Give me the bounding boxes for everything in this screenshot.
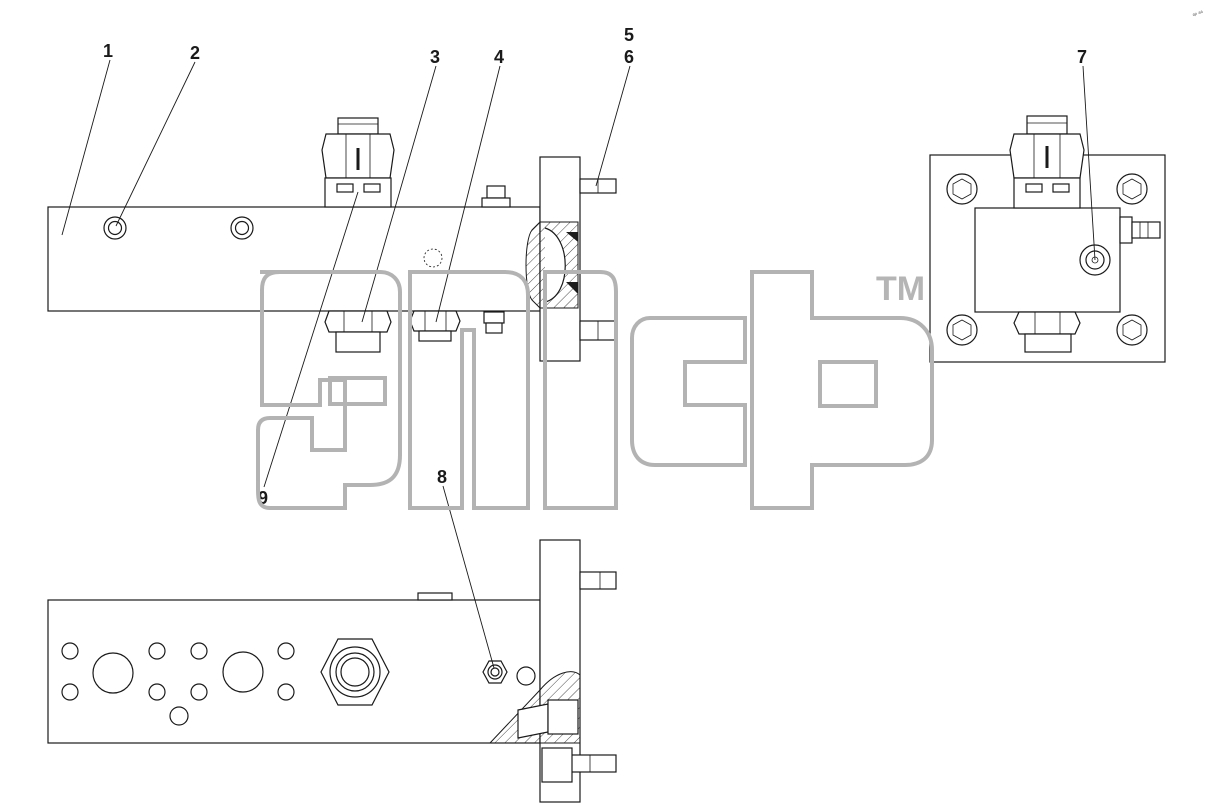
bottom-top-tab: [417, 592, 453, 601]
side-bolt-bl: [946, 314, 978, 346]
callout-3: 3: [430, 47, 440, 67]
bottom-hole: [148, 642, 166, 660]
side-right-port: [1119, 216, 1161, 244]
top-small-nut: [481, 185, 511, 208]
bottom-view: [47, 539, 617, 803]
callout-6: 6: [624, 47, 634, 67]
bottom-hole: [277, 683, 295, 701]
watermark-glyph-2: [408, 270, 530, 510]
bottom-block-body: [47, 599, 541, 744]
side-bottom-nut: [1013, 311, 1081, 353]
bottom-hole: [190, 642, 208, 660]
bottom-hole-right: [516, 666, 536, 686]
callout-9: 9: [258, 488, 268, 508]
bottom-hex-fitting: [320, 638, 390, 706]
callouts: 1 2 3 4 5 6 7 8 9 ᵃᵖ ᵃᵃ: [103, 10, 1205, 508]
bottom-stud-upper: [579, 571, 617, 590]
bottom-hole: [61, 642, 79, 660]
watermark-glyph-5: [750, 270, 934, 510]
valve-block-body: [47, 206, 541, 312]
bottom-large-port: [92, 652, 134, 694]
callout-5: 5: [624, 25, 634, 45]
side-screw-7: [1079, 244, 1111, 276]
bottom-hole: [61, 683, 79, 701]
bolt-hole-front-2: [230, 216, 254, 240]
callout-1: 1: [103, 41, 113, 61]
watermark-glyph-5-slot: [818, 360, 878, 408]
top-fitting: [321, 117, 395, 208]
hidden-port-circle: [423, 248, 443, 268]
section-inner-curve: [544, 227, 566, 303]
watermark-logo: TM: [256, 270, 934, 510]
watermark-glyph-3: [543, 270, 618, 510]
callout-8: 8: [437, 467, 447, 487]
bottom-socket-bolt-2: [541, 747, 573, 783]
bottom-hole: [148, 683, 166, 701]
bottom-small-plug: [483, 311, 505, 334]
bottom-hole: [277, 642, 295, 660]
bottom-nut-3: [324, 310, 392, 353]
corner-mark: ᵃᵖ ᵃᵃ: [1192, 10, 1205, 20]
bottom-large-port: [222, 651, 264, 693]
bottom-nut-4: [409, 310, 461, 342]
side-valve-block: [974, 207, 1121, 313]
weld-mark-lower: [566, 282, 578, 294]
leader-lines: [61, 59, 1096, 669]
bottom-stud-lower: [569, 754, 617, 773]
weld-mark-upper: [566, 232, 578, 242]
callout-2: 2: [190, 43, 200, 63]
watermark-glyph-1: [256, 270, 402, 510]
stud-lower: [579, 320, 617, 341]
callout-4: 4: [494, 47, 504, 67]
bolt-hole-front-1: [103, 216, 127, 240]
side-bolt-tr: [1116, 173, 1148, 205]
watermark-glyph-1-slot: [328, 376, 387, 406]
watermark-glyph-4: [630, 316, 747, 467]
callout-7: 7: [1077, 47, 1087, 67]
bottom-hole: [169, 706, 189, 726]
side-bolt-tl: [946, 173, 978, 205]
side-bolt-br: [1116, 314, 1148, 346]
bottom-socket-bolt-1: [517, 699, 579, 739]
side-top-fitting: [1009, 115, 1085, 209]
front-view: [47, 117, 617, 362]
watermark-trademark: TM: [876, 270, 925, 308]
side-view: [929, 115, 1166, 363]
stud-upper: [579, 178, 617, 194]
bottom-small-fitting-8: [482, 660, 508, 684]
bottom-hole: [190, 683, 208, 701]
